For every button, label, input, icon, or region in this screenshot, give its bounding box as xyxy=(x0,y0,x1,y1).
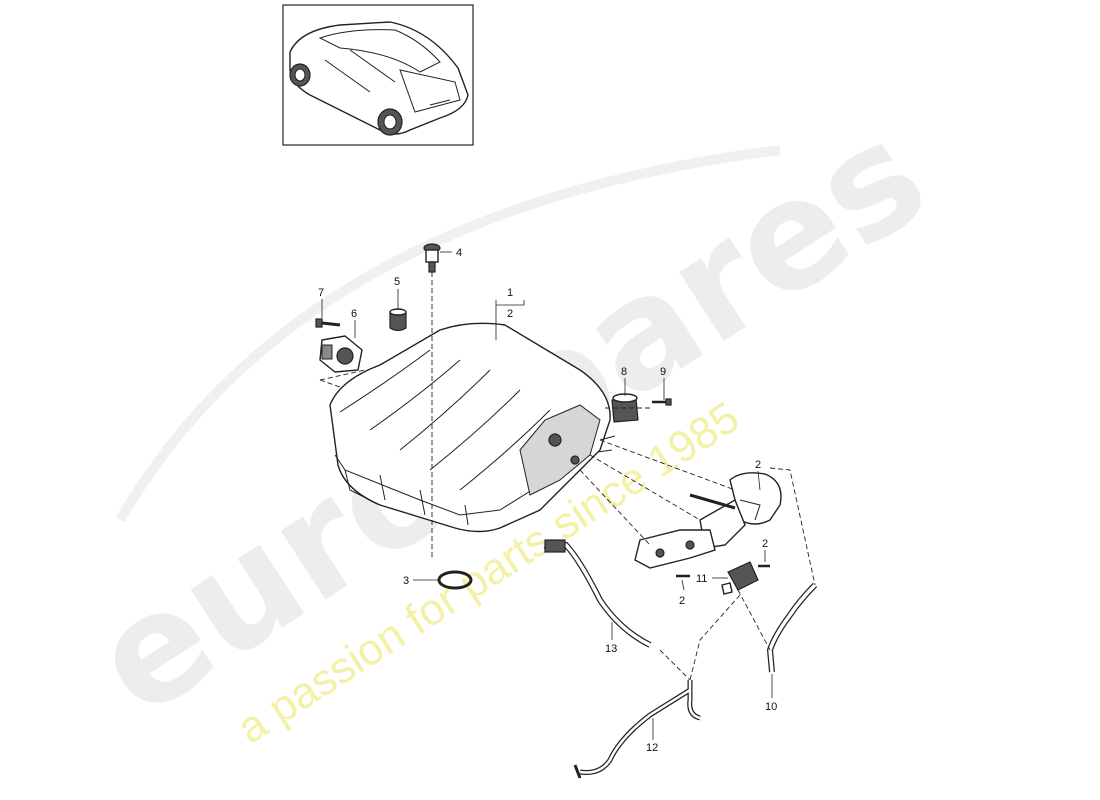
callout-11: 11 xyxy=(696,573,707,585)
callout-6: 6 xyxy=(351,308,357,320)
callout-8: 8 xyxy=(621,366,627,378)
watermark-swoosh xyxy=(115,145,781,523)
part-7-bolt xyxy=(315,318,341,328)
part-2-actuator xyxy=(634,472,782,569)
part-9-screw xyxy=(652,398,672,406)
part-3-gasket xyxy=(437,570,473,590)
car-icon xyxy=(289,21,469,136)
callout-7: 7 xyxy=(318,287,324,299)
callout-2-actuator: 2 xyxy=(755,459,761,471)
callout-12: 12 xyxy=(646,742,658,754)
callout-10: 10 xyxy=(765,701,777,713)
part-5-cap xyxy=(389,308,407,332)
callout-3: 3 xyxy=(403,575,409,587)
callout-13: 13 xyxy=(605,643,617,655)
part-4-screw xyxy=(423,243,441,273)
part-2-screws xyxy=(676,564,770,578)
intake-manifold xyxy=(329,322,616,533)
callout-2-manifold: 2 xyxy=(507,308,513,320)
leader-lines xyxy=(321,251,773,740)
part-12-hose xyxy=(573,680,701,779)
part-10-hose xyxy=(766,582,818,673)
part-13-hose xyxy=(543,539,652,648)
part-6-sensor xyxy=(319,335,363,373)
part-8-valve xyxy=(611,393,639,423)
vehicle-thumbnail xyxy=(282,4,474,146)
callout-2-screw-right: 2 xyxy=(762,538,768,550)
callout-4: 4 xyxy=(456,247,462,259)
callout-9: 9 xyxy=(660,366,666,378)
part-11-valve xyxy=(721,561,759,595)
callouts: 1 2 2 2 2 3 4 5 6 7 8 9 10 11 12 13 xyxy=(318,247,777,754)
callout-1: 1 xyxy=(507,287,513,299)
callout-2-screw-left: 2 xyxy=(679,595,685,607)
assembly-lines xyxy=(319,272,816,681)
callout-5: 5 xyxy=(394,276,400,288)
